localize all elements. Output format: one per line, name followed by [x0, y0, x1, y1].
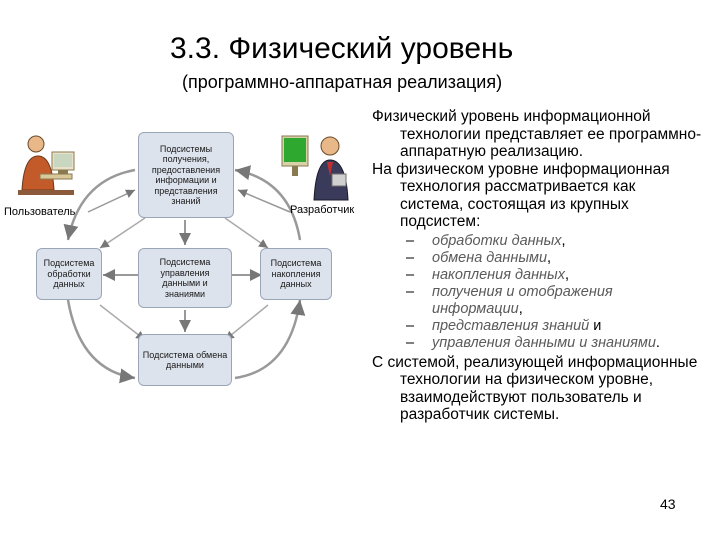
subsystem-list: –обработки данных, –обмена данными, –нак… — [372, 233, 702, 352]
list-item: –представления знаний и — [406, 317, 602, 334]
list-item: –управления данными и знаниями. — [406, 334, 660, 351]
subsystem-box-processing: Подсистема обработки данных — [36, 248, 102, 300]
list-item: –получения и отображения информации, — [406, 283, 613, 317]
list-item: –обработки данных, — [406, 232, 566, 249]
slide-subtitle: (программно-аппаратная реализация) — [182, 72, 503, 92]
slide-body-text: Физический уровень информационной технол… — [372, 108, 702, 424]
paragraph-interaction: С системой, реализующей информационные т… — [372, 353, 698, 424]
subsystems-diagram: Пользователь Разработчик Подсистемы полу… — [0, 100, 370, 410]
user-figure-icon — [18, 135, 75, 195]
slide-title: 3.3. Физический уровень — [170, 32, 514, 65]
page-number: 43 — [660, 496, 676, 512]
subsystem-box-acquisition: Подсистемы получения, предоставления инф… — [138, 132, 234, 218]
subsystem-box-storage: Подсистема накопления данных — [260, 248, 332, 300]
paragraph-system-view: На физическом уровне информационная техн… — [372, 160, 670, 231]
paragraph-physical-level: Физический уровень информационной технол… — [372, 108, 702, 160]
diagram-connectors — [63, 165, 306, 384]
list-item: –обмена данными, — [406, 249, 552, 266]
developer-label: Разработчик — [290, 204, 355, 216]
list-item: –накопления данных, — [406, 266, 569, 283]
developer-figure-icon — [281, 135, 349, 201]
subsystem-box-exchange: Подсистема обмена данными — [138, 334, 232, 386]
subsystem-box-management: Подсистема управления данными и знаниями — [138, 248, 232, 308]
user-label: Пользователь — [4, 206, 76, 218]
